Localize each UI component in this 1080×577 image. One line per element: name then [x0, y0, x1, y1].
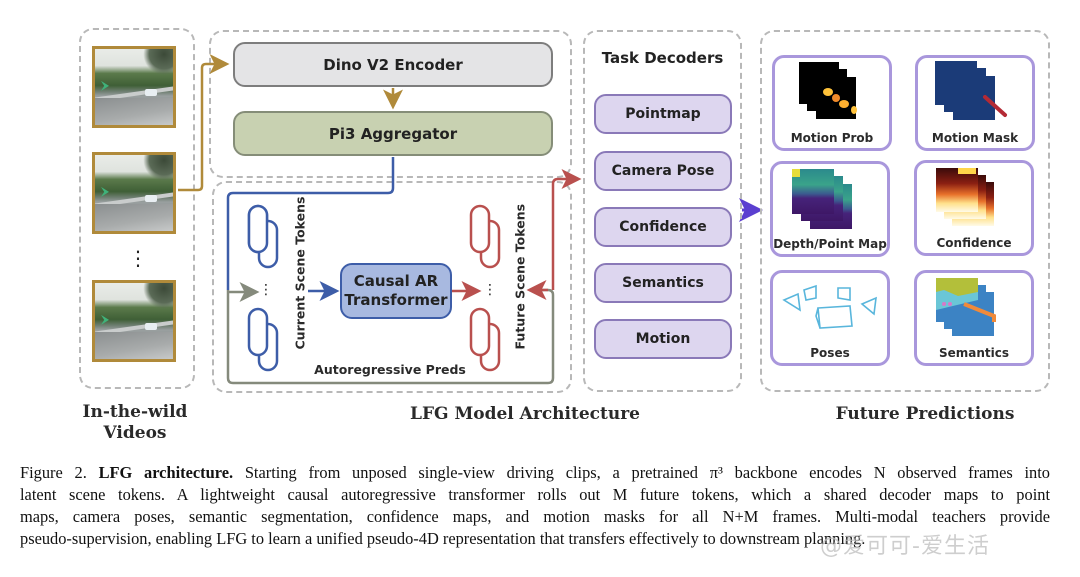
caption-line-1: Figure 2. LFG architecture. Starting fro…: [20, 462, 1050, 484]
prediction-card-motion-mask: Motion Mask: [915, 55, 1035, 151]
video-frame-3: [92, 280, 176, 362]
caption-line-2: latent scene tokens. A lightweight causa…: [20, 485, 1050, 504]
arrow-videos-to-encoder: [178, 54, 230, 192]
caption-line1-text: Starting from unposed single-view drivin…: [244, 463, 1050, 482]
decoder-motion: Motion: [594, 319, 732, 359]
pi3-aggregator-block: Pi3 Aggregator: [233, 111, 553, 156]
prediction-card-confidence: Confidence: [914, 160, 1034, 256]
caption-line-3: maps, camera poses, semantic segmentatio…: [20, 507, 1050, 526]
architecture-title: LFG Model Architecture: [409, 404, 640, 424]
prediction-label: Motion Prob: [790, 131, 874, 145]
future-token-ellipsis: ⋮: [483, 282, 497, 298]
figure-caption: Figure 2. LFG architecture. Starting fro…: [20, 462, 1050, 550]
transformer-line2: Transformer: [344, 291, 448, 309]
motion-mask-map-icon: [935, 61, 1007, 120]
decoder-confidence: Confidence: [594, 207, 732, 247]
caption-bold-title: LFG architecture.: [98, 463, 234, 482]
autoregressive-preds-label: Autoregressive Preds: [314, 362, 466, 377]
decoders-panel: [583, 30, 742, 392]
predictions-panel: [760, 30, 1050, 392]
dino-encoder-block: Dino V2 Encoder: [233, 42, 553, 87]
caption-line-4: pseudo-supervision, enabling LFG to lear…: [20, 529, 866, 548]
transformer-line1: Causal AR: [353, 272, 439, 290]
decoder-pointmap: Pointmap: [594, 94, 732, 134]
depth-map-icon: [792, 169, 852, 229]
semantic-map-icon: [936, 278, 996, 336]
inputs-title: In-the-wild Videos: [70, 402, 200, 444]
encoder-panel: [209, 30, 572, 178]
decoders-title: Task Decoders: [601, 49, 724, 67]
decoder-camera-pose: Camera Pose: [594, 151, 732, 191]
decoder-semantics: Semantics: [594, 263, 732, 303]
prediction-card-semantics: Semantics: [914, 270, 1034, 366]
arrow-aggregator-to-tokens: [226, 157, 395, 290]
current-token-stack-top: [247, 204, 279, 269]
motion-prob-heatmap-icon: [799, 62, 857, 119]
future-token-stack-bottom: [469, 307, 501, 372]
prediction-card-motion-prob: Motion Prob: [772, 55, 892, 151]
autoregressive-loop: [226, 288, 555, 385]
prediction-label: Poses: [810, 346, 850, 360]
caption-fig-number: Figure 2.: [20, 463, 87, 482]
frames-ellipsis: ⋮: [128, 246, 148, 270]
current-token-ellipsis: ⋮: [259, 282, 273, 298]
connector-layer: [178, 54, 763, 385]
input-videos-panel: [79, 28, 195, 389]
prediction-label: Depth/Point Map: [773, 237, 887, 251]
confidence-map-icon: [936, 168, 994, 226]
future-token-stack-top: [469, 204, 501, 269]
current-token-stack-bottom: [247, 307, 279, 372]
video-frame-2: [92, 152, 176, 234]
future-tokens-label: Future Scene Tokens: [512, 203, 528, 350]
arrow-future-to-decoders: [551, 169, 582, 290]
camera-poses-icon: [782, 284, 877, 329]
prediction-card-poses: Poses: [770, 270, 890, 366]
causal-ar-transformer-block: Causal AR Transformer: [340, 263, 452, 319]
watermark: @爱可可-爱生活: [820, 534, 990, 559]
predictions-title: Future Predictions: [835, 404, 1015, 424]
inputs-title-line1: In-the-wild: [82, 402, 188, 422]
inputs-title-line2: Videos: [103, 423, 167, 443]
video-frame-1: [92, 46, 176, 128]
prediction-label: Confidence: [936, 236, 1012, 250]
prediction-label: Semantics: [938, 346, 1010, 360]
current-tokens-label: Current Scene Tokens: [292, 196, 308, 350]
prediction-card-depth: Depth/Point Map: [770, 161, 890, 257]
prediction-label: Motion Mask: [931, 131, 1019, 145]
